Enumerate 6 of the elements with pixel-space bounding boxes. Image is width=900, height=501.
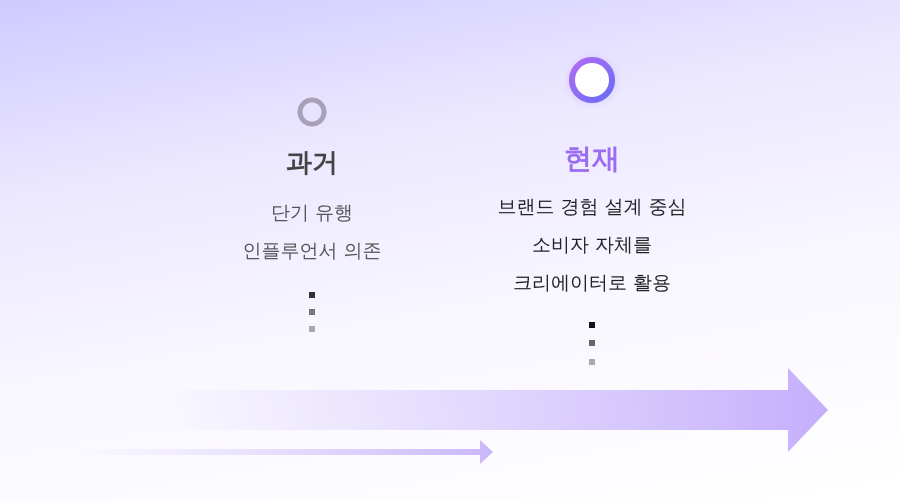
heading: 과거	[286, 147, 338, 180]
heading: 현재	[564, 141, 620, 177]
description-text: 단기 유행	[270, 201, 354, 226]
description-text: 소비자 자체를 크리에이터로 활용	[512, 233, 672, 296]
description-text: 인플루언서 의존	[242, 239, 382, 264]
description-text: 브랜드 경험 설계 중심	[497, 195, 687, 220]
